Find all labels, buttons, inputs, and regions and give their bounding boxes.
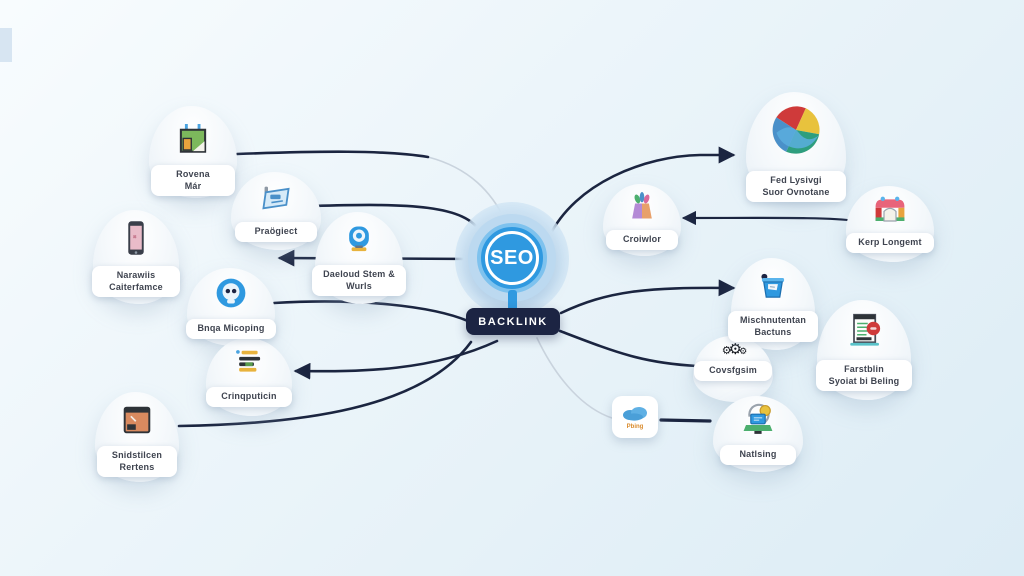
- node-label: Farstblin: [844, 364, 884, 374]
- node-label: Kerp Longemt: [858, 237, 922, 247]
- node-croiwlor[interactable]: Croiwlor: [602, 184, 682, 256]
- node-label: Fed Lysivgi: [770, 175, 822, 185]
- node-crinqputicin[interactable]: Crinqputicin: [205, 338, 293, 416]
- corner-decoration: [0, 28, 12, 62]
- chrome-icon: [768, 102, 824, 163]
- seo-label: SEO: [485, 231, 539, 285]
- node-label: Praögiect: [254, 226, 298, 236]
- node-label: Wurls: [346, 280, 372, 291]
- node-fedlysivgi[interactable]: Fed Lysivgi Suor Ovnotane: [745, 92, 847, 203]
- node-label: Croiwlor: [622, 234, 662, 244]
- robot-icon: [214, 276, 248, 315]
- link-crinqputicin-arrow: [293, 339, 499, 380]
- node-label: Syoiat bi Beling: [828, 375, 900, 386]
- node-label: Már: [184, 180, 202, 191]
- node-rovena[interactable]: Rovena Már: [148, 106, 238, 198]
- node-label: Suor Ovnotane: [762, 186, 830, 197]
- node-label: Daeloud Stem &: [323, 269, 395, 279]
- node-label: Natlsing: [739, 449, 777, 459]
- basket-icon: [757, 270, 789, 307]
- node-label: Covsfgsim: [709, 365, 757, 375]
- node-narawiis[interactable]: Narawiis Caiterfamce: [92, 210, 180, 304]
- desk-icon: [740, 402, 776, 441]
- node-label: Rovena: [176, 169, 210, 179]
- node-label: Caiterfamce: [109, 281, 163, 292]
- node-label: Crinqputicin: [221, 391, 277, 401]
- gears-icon: ⚙⚙⚙: [721, 341, 747, 358]
- node-kerp[interactable]: Kerp Longemt: [845, 186, 935, 262]
- banner-icon: [260, 184, 292, 217]
- seo-center-node[interactable]: SEO: [477, 223, 547, 293]
- node-farstblin[interactable]: Farstblin Syoiat bi Beling: [816, 300, 912, 400]
- node-natlsing[interactable]: Natlsing: [712, 396, 804, 472]
- node-bnqa[interactable]: Bnqa Micoping: [186, 268, 276, 346]
- browser-icon: [121, 404, 153, 441]
- node-label: Bactuns: [754, 326, 792, 337]
- node-label: Bnqa Micoping: [197, 323, 265, 333]
- link-mischnutentan-arrow: [559, 279, 736, 315]
- node-label: Snidstilcen: [111, 450, 163, 460]
- node-snidstilcen[interactable]: Snidstilcen Rertens: [94, 392, 180, 482]
- link-rovena: [235, 150, 430, 159]
- invoice-icon: [844, 312, 884, 355]
- backlink-tag[interactable]: BACKLINK: [466, 308, 560, 335]
- link-pbing-natlsing: [659, 418, 712, 423]
- link-bnqa: [272, 300, 470, 323]
- node-covsfgsim[interactable]: ⚙⚙⚙ Covsfgsim: [692, 336, 774, 402]
- node-label: Mischnutentan: [739, 315, 807, 325]
- node-daeloud[interactable]: Daeloud Stem & Wurls: [312, 212, 406, 304]
- node-praogiect[interactable]: Praögiect: [230, 172, 322, 250]
- sitemap-icon: [178, 124, 208, 159]
- castle-icon: [872, 194, 908, 229]
- webcam-icon: [343, 224, 375, 261]
- node-mischnutentan[interactable]: Mischnutentan Bactuns: [728, 258, 818, 350]
- node-label: Pbing: [626, 423, 644, 430]
- cloud-icon: [621, 405, 649, 426]
- barchart-icon: [233, 348, 265, 383]
- link-center-pbing-faint: [536, 337, 613, 419]
- bag-icon: [627, 192, 657, 227]
- link-covsfgsim: [558, 329, 699, 368]
- phone-icon: [125, 220, 147, 261]
- node-label: Rertens: [119, 461, 155, 472]
- node-pbing[interactable]: Pbing: [612, 396, 658, 438]
- center-stem: [508, 290, 517, 314]
- node-label: Narawiis: [116, 270, 156, 280]
- link-kerp-croiwlor-arrow: [681, 210, 858, 226]
